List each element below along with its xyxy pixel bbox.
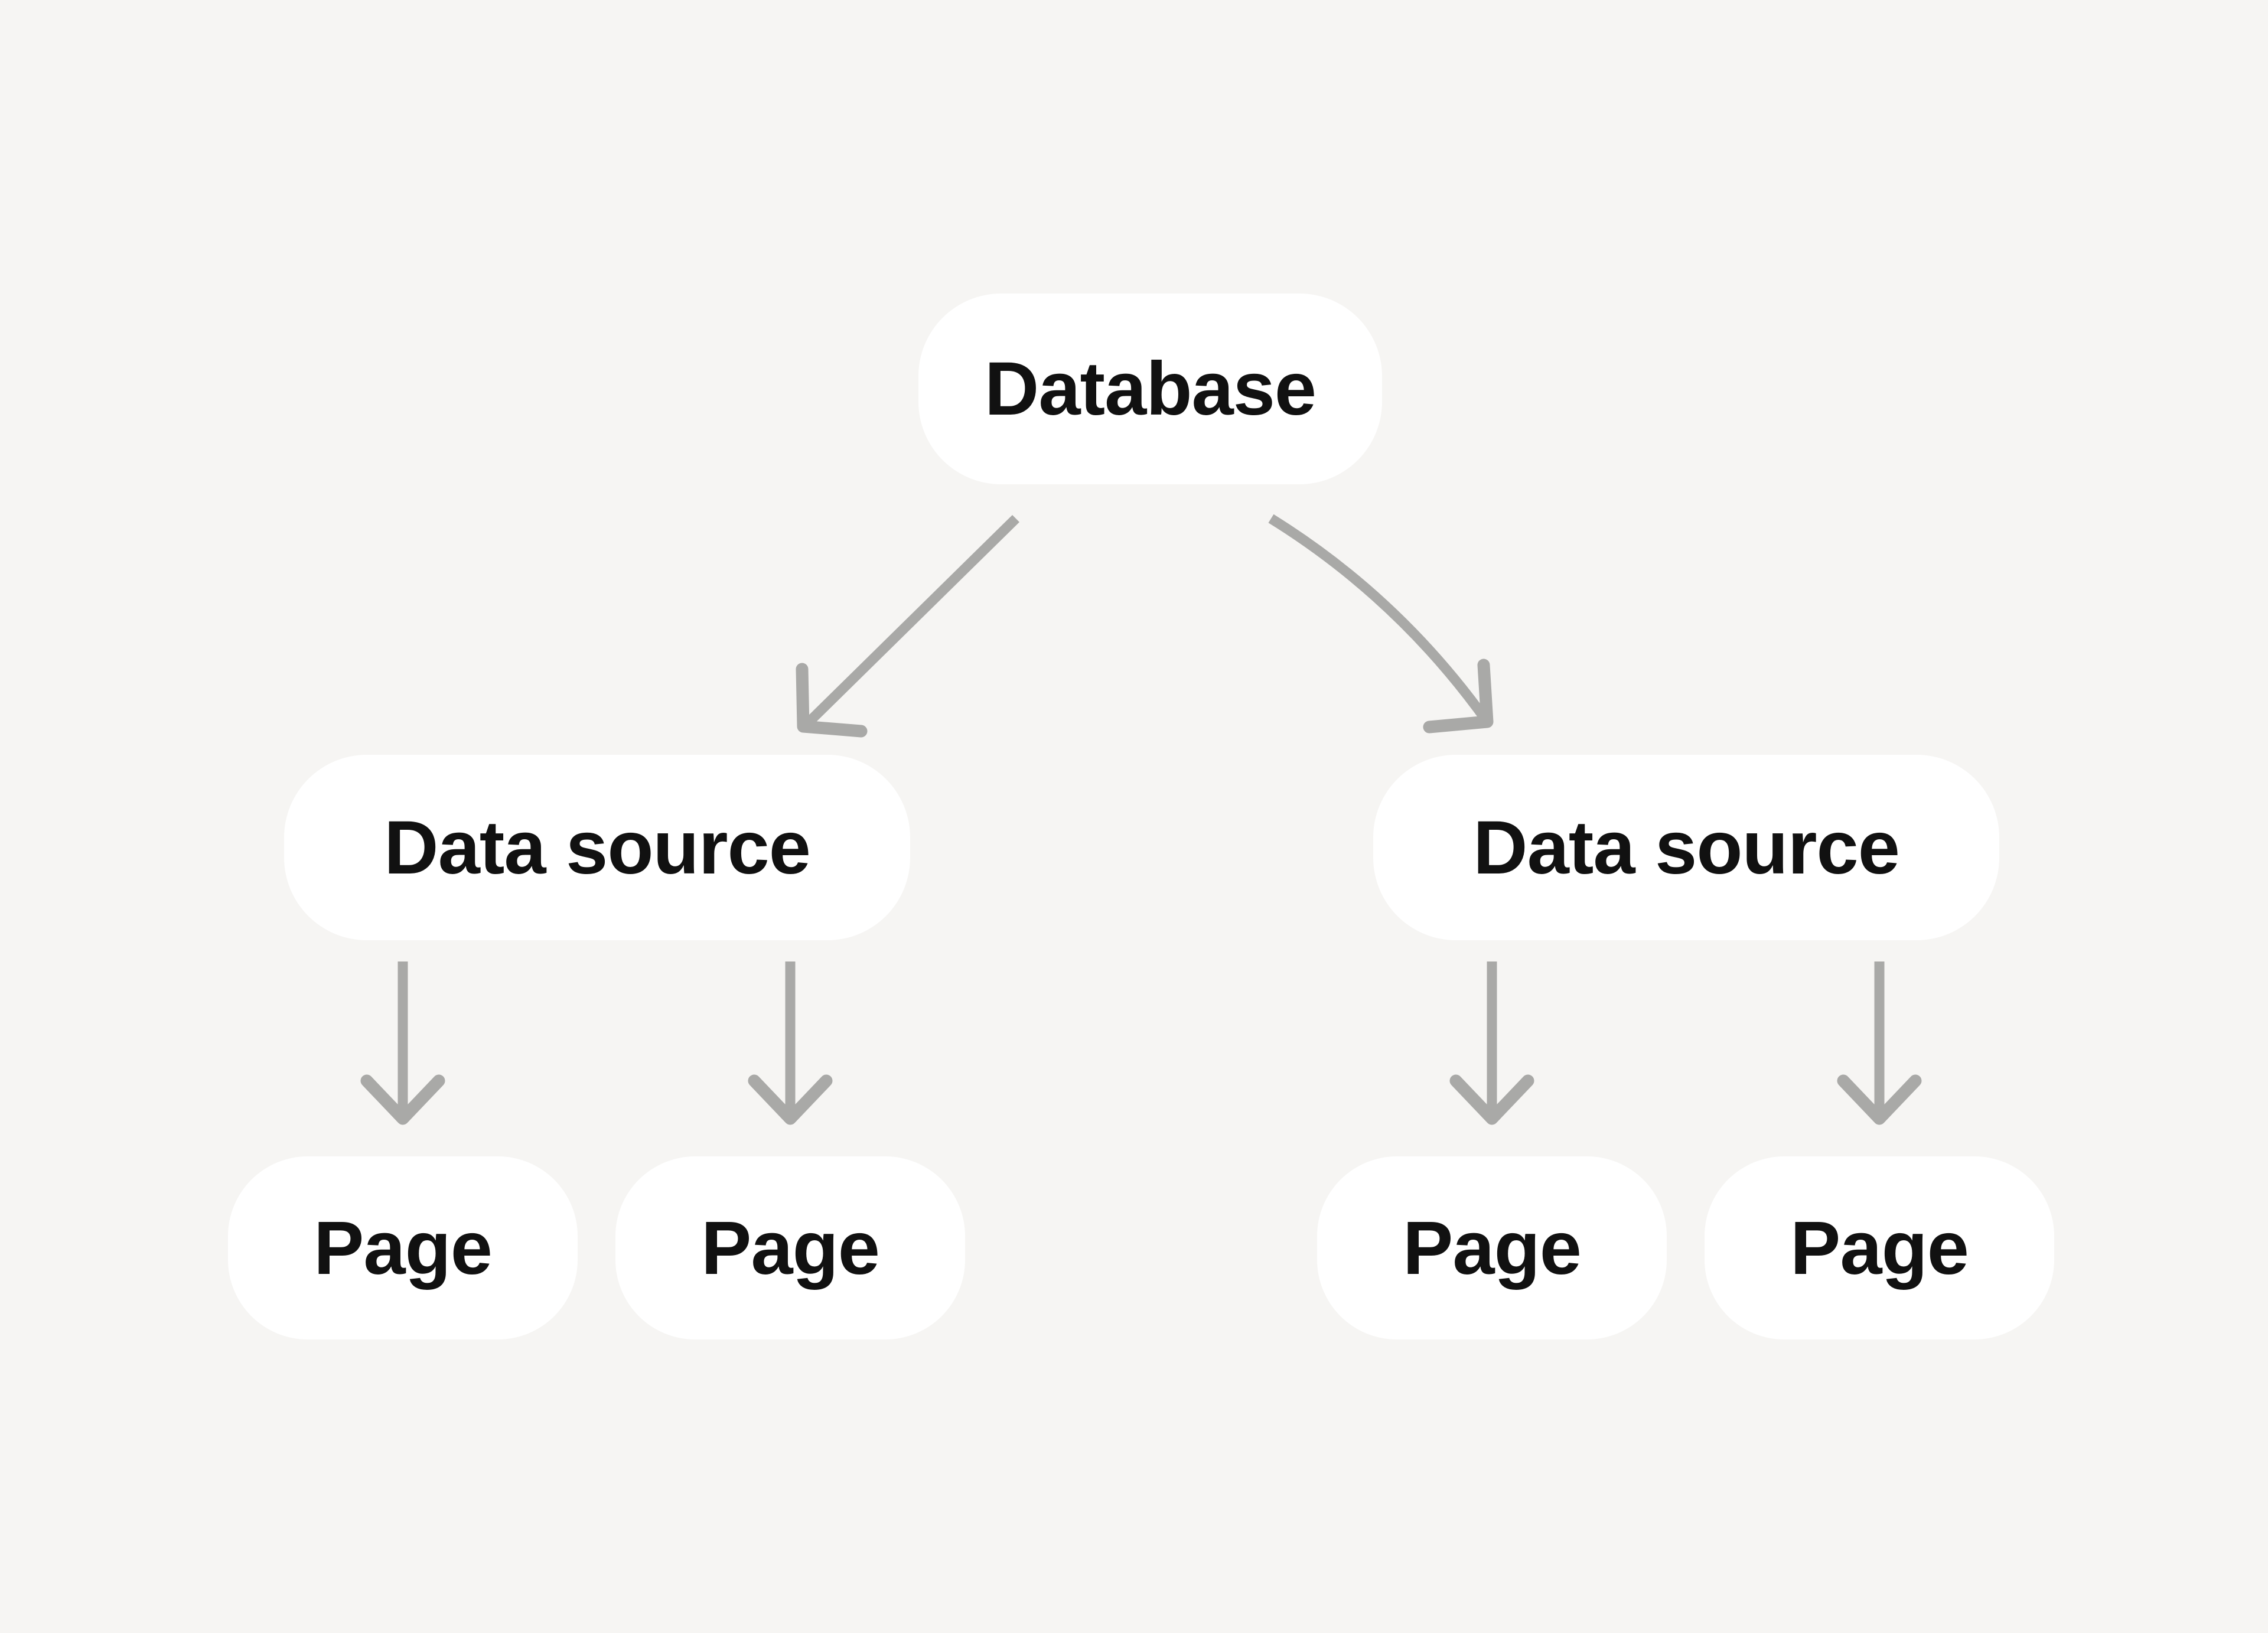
node-page-2-label: Page: [701, 1205, 880, 1290]
node-page-3-label: Page: [1403, 1205, 1582, 1290]
node-page-2: Page: [615, 1156, 965, 1339]
edge-data-source-left-to-page-1: [360, 961, 445, 1125]
edge-database-to-data-source-right: [1268, 514, 1494, 734]
edge-database-to-data-source-left: [796, 514, 1019, 738]
node-page-1-label: Page: [314, 1205, 493, 1290]
node-data-source-right-label: Data source: [1473, 805, 1900, 890]
node-page-4: Page: [1705, 1156, 2054, 1339]
node-data-source-left: Data source: [284, 755, 910, 940]
edge-data-source-right-to-page-4: [1837, 961, 1922, 1125]
node-database-label: Database: [984, 347, 1317, 431]
edge-data-source-right-to-page-3: [1449, 961, 1534, 1125]
node-database: Database: [918, 294, 1382, 484]
node-page-3: Page: [1317, 1156, 1667, 1339]
node-page-1: Page: [228, 1156, 578, 1339]
node-data-source-left-label: Data source: [384, 805, 811, 890]
node-data-source-right: Data source: [1373, 755, 1999, 940]
edge-data-source-left-to-page-2: [748, 961, 833, 1125]
node-page-4-label: Page: [1790, 1205, 1969, 1290]
